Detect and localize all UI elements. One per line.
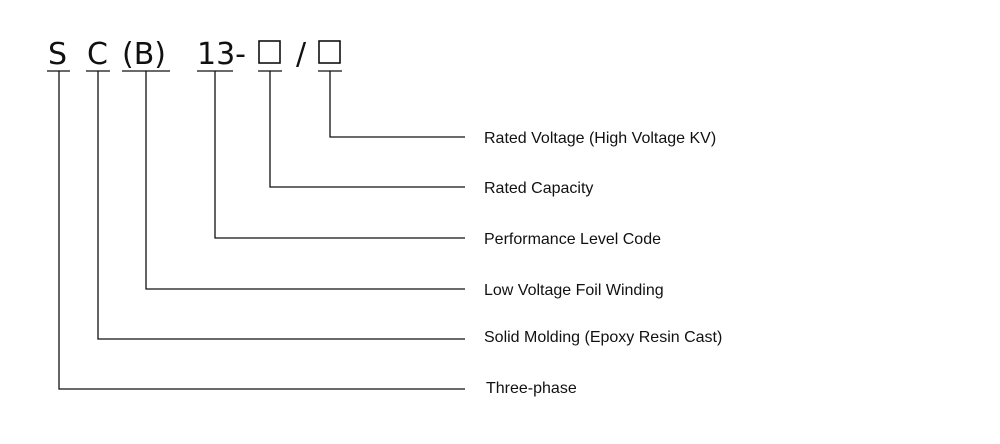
leader-solid-molding xyxy=(97,71,465,340)
leader-three-phase xyxy=(58,71,465,390)
leader-rated-capacity xyxy=(269,71,465,188)
label-rated-capacity: Rated Capacity xyxy=(484,180,593,197)
code-s: S xyxy=(48,37,67,72)
code-c: C xyxy=(87,37,108,72)
label-low-voltage-foil: Low Voltage Foil Winding xyxy=(484,282,664,299)
label-performance-level: Performance Level Code xyxy=(484,231,661,248)
leader-performance-level xyxy=(214,71,465,239)
code-slash: / xyxy=(296,37,307,72)
leader-rated-voltage xyxy=(329,71,465,138)
code-level: 13- xyxy=(197,37,246,72)
label-three-phase: Three-phase xyxy=(486,380,577,397)
label-solid-molding: Solid Molding (Epoxy Resin Cast) xyxy=(484,329,722,346)
capacity-placeholder-icon xyxy=(258,40,281,64)
voltage-placeholder-icon xyxy=(318,40,341,64)
label-rated-voltage: Rated Voltage (High Voltage KV) xyxy=(484,130,716,147)
code-b: (B) xyxy=(122,37,166,72)
leader-low-voltage-foil xyxy=(145,71,465,290)
